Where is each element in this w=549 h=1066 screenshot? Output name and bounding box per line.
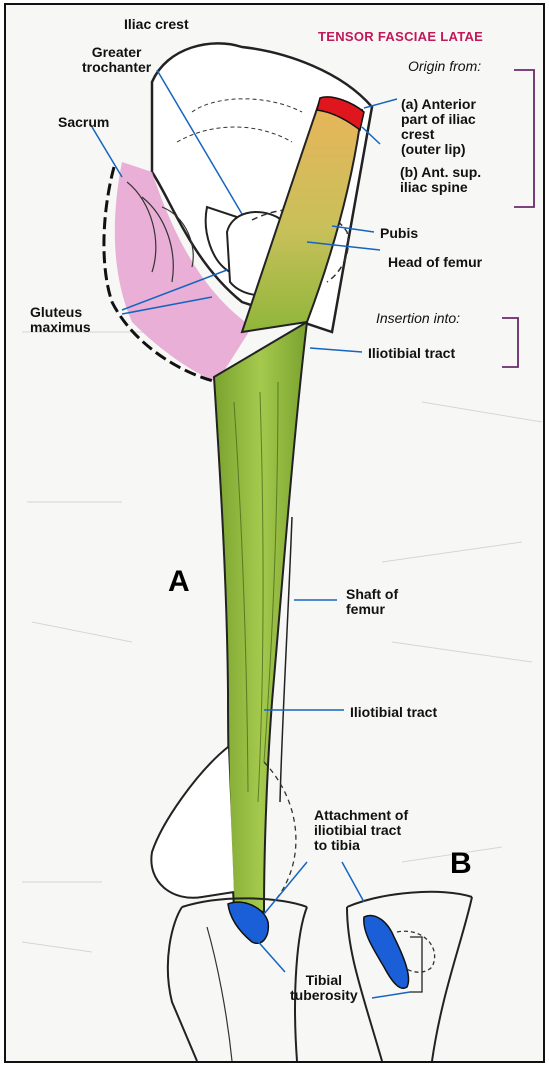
- femoral-condyle: [151, 747, 234, 898]
- insertion-heading: Insertion into:: [376, 311, 460, 326]
- insertion-item: Iliotibial tract: [368, 346, 455, 361]
- origin-bracket: [514, 70, 534, 207]
- figure-frame: TENSOR FASCIAE LATAE Iliac crest Greater…: [4, 3, 545, 1063]
- muscle-title: TENSOR FASCIAE LATAE: [318, 29, 483, 44]
- label-attachment: Attachment of iliotibial tract to tibia: [314, 808, 408, 853]
- label-iliac-crest: Iliac crest: [124, 17, 189, 32]
- label-iliotibial-tract: Iliotibial tract: [350, 705, 437, 720]
- tibial-tuberosity-b: [364, 916, 409, 989]
- label-shaft-of-femur: Shaft of femur: [346, 587, 398, 617]
- label-head-of-femur: Head of femur: [388, 255, 482, 270]
- origin-item-b: (b) Ant. sup. iliac spine: [400, 165, 481, 195]
- label-gluteus-maximus: Gluteus maximus: [30, 305, 91, 335]
- origin-item-a: (a) Anterior part of iliac crest (outer …: [401, 97, 476, 157]
- insertion-bracket: [502, 318, 518, 367]
- label-pubis: Pubis: [380, 226, 418, 241]
- label-tibial-tuberosity: Tibial tuberosity: [290, 973, 358, 1003]
- figure-b-label: B: [450, 847, 472, 881]
- figure-a-label: A: [168, 565, 190, 599]
- label-sacrum: Sacrum: [58, 115, 109, 130]
- origin-heading: Origin from:: [408, 59, 481, 74]
- label-greater-trochanter: Greater trochanter: [82, 45, 151, 75]
